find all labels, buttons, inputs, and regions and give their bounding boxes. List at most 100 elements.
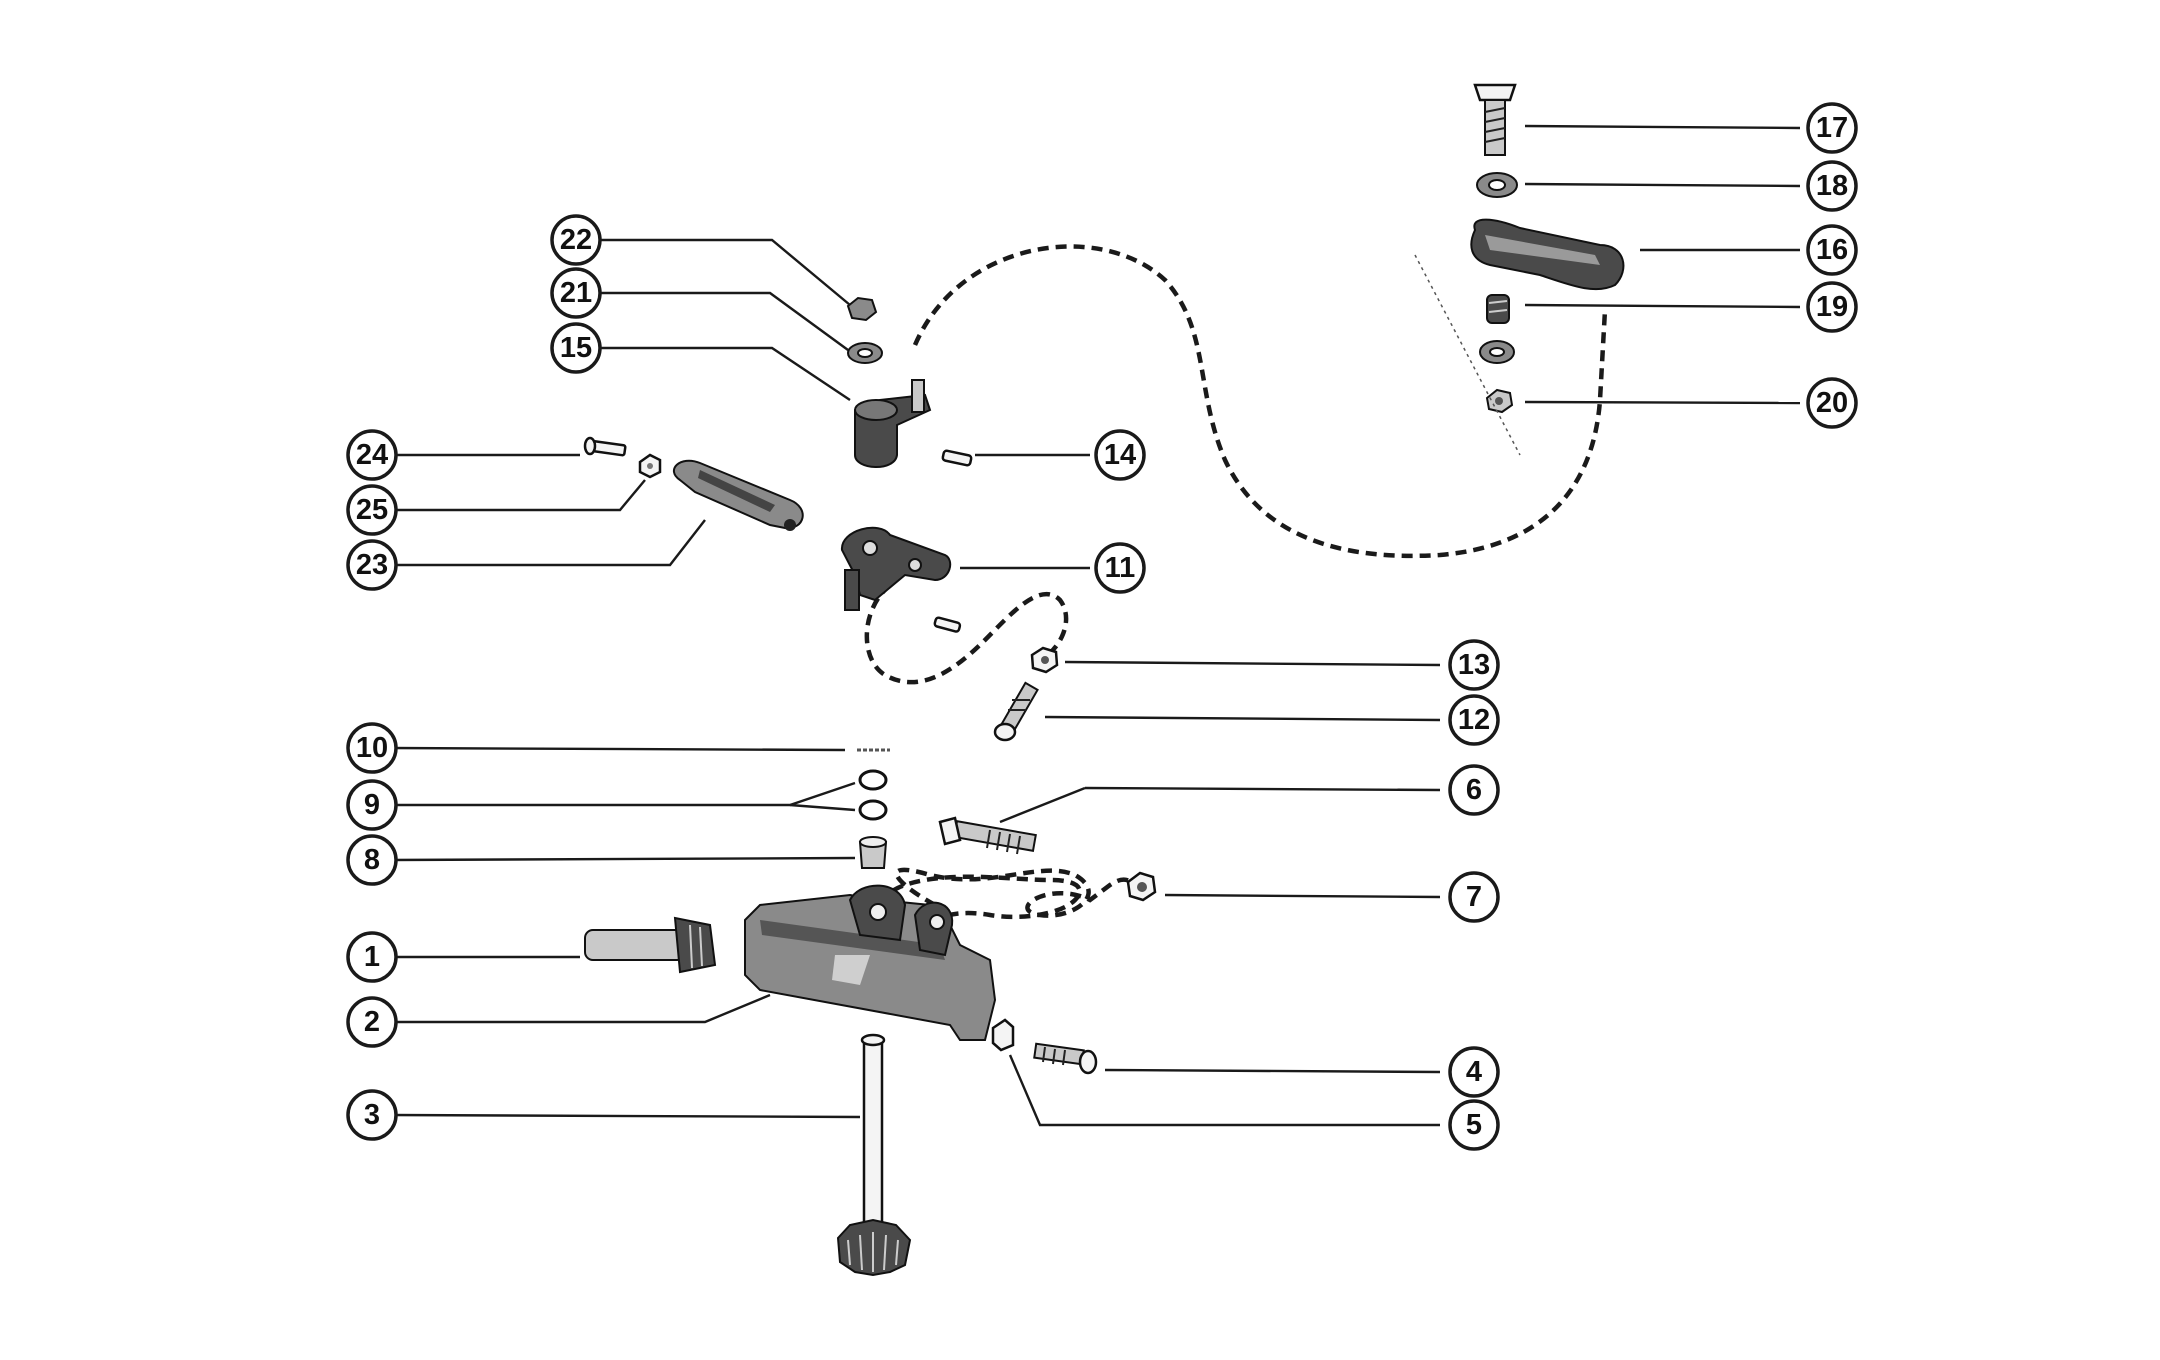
- callout-10: 10: [346, 722, 398, 774]
- callout-9-label: 9: [364, 789, 380, 821]
- callout-5: 5: [1448, 1099, 1500, 1151]
- part-18-washer: [1476, 172, 1518, 198]
- callout-17: 17: [1806, 102, 1858, 154]
- part-22-nut: [846, 296, 878, 322]
- callout-3-label: 3: [364, 1099, 380, 1131]
- callout-14-label: 14: [1104, 439, 1136, 471]
- callout-4: 4: [1448, 1046, 1500, 1098]
- leader-4: [1104, 1068, 1441, 1074]
- part-20-nut: [1485, 388, 1514, 414]
- callout-24: 24: [346, 429, 398, 481]
- callout-20-label: 20: [1816, 387, 1848, 419]
- part-5-nut: [991, 1018, 1015, 1052]
- callout-14: 14: [1094, 429, 1146, 481]
- leader-19: [1524, 303, 1801, 309]
- callout-1-label: 1: [364, 941, 380, 973]
- callout-2: 2: [346, 996, 398, 1048]
- callout-10-label: 10: [356, 732, 388, 764]
- callout-18: 18: [1806, 160, 1858, 212]
- leader-7: [1164, 893, 1441, 899]
- callout-25-label: 25: [356, 494, 388, 526]
- callout-8-label: 8: [364, 844, 380, 876]
- part-17-bolt: [1473, 83, 1517, 156]
- part-25-nut: [638, 453, 662, 479]
- part-16-lever: [1470, 218, 1625, 291]
- leader-5: [1008, 1054, 1440, 1127]
- callout-4-label: 4: [1466, 1056, 1482, 1088]
- callout-5-label: 5: [1466, 1109, 1482, 1141]
- callout-23-label: 23: [356, 549, 388, 581]
- callout-6-label: 6: [1466, 774, 1482, 806]
- callout-12: 12: [1448, 694, 1500, 746]
- callout-20: 20: [1806, 377, 1858, 429]
- callout-19: 19: [1806, 281, 1858, 333]
- dashed-link-11-to-13: [864, 583, 1069, 685]
- leader-25: [390, 479, 646, 512]
- leader-21: [600, 291, 849, 351]
- part-23-link-arm: [672, 459, 804, 531]
- leader-10: [389, 746, 846, 752]
- part-19-washer: [1479, 340, 1515, 364]
- part-1-knob-shaft: [584, 916, 717, 974]
- leader-6: [999, 786, 1086, 824]
- part-11-pin: [933, 616, 962, 633]
- callout-25: 25: [346, 484, 398, 536]
- dashed-link-2-to-6: [875, 874, 1082, 937]
- leader-8: [389, 856, 856, 862]
- callout-23: 23: [346, 539, 398, 591]
- leader-3: [389, 1113, 861, 1119]
- part-8-bushing: [858, 836, 888, 869]
- leader-6b: [1084, 786, 1441, 792]
- callout-2-label: 2: [364, 1006, 380, 1038]
- callout-15: 15: [550, 322, 602, 374]
- dashed-link-2-to-7: [894, 867, 1142, 918]
- callout-1: 1: [346, 931, 398, 983]
- callout-12-label: 12: [1458, 704, 1490, 736]
- callout-8: 8: [346, 834, 398, 886]
- part-7-nut: [1126, 871, 1157, 902]
- part-19-bushing: [1486, 294, 1510, 324]
- callout-7: 7: [1448, 871, 1500, 923]
- leader-18: [1524, 182, 1801, 188]
- callout-16-label: 16: [1816, 234, 1848, 266]
- leader-2: [390, 993, 771, 1024]
- alignment-line: [1414, 254, 1521, 456]
- callout-13-label: 13: [1458, 649, 1490, 681]
- callout-9: 9: [346, 779, 398, 831]
- part-12-screw: [993, 681, 1039, 742]
- callout-11-label: 11: [1105, 552, 1136, 584]
- callout-21-label: 21: [560, 277, 592, 309]
- callout-6: 6: [1448, 764, 1500, 816]
- dashed-link-15-to-20: [912, 244, 1608, 559]
- part-13-nut: [1030, 646, 1059, 674]
- callout-19-label: 19: [1816, 291, 1848, 323]
- leader-22: [600, 238, 851, 306]
- callout-11: 11: [1094, 542, 1146, 594]
- leader-9: [390, 781, 856, 807]
- part-14-pin: [941, 449, 973, 467]
- leader-13: [1064, 660, 1441, 667]
- callouts: 1 2 3 4 5 6 7 8 9 10 11 12 13 14 15 16 1…: [346, 102, 1858, 1151]
- callout-24-label: 24: [356, 439, 388, 471]
- callout-22-label: 22: [560, 224, 592, 256]
- callout-21: 21: [550, 267, 602, 319]
- part-9-rings: [858, 769, 888, 821]
- part-21-washer: [847, 342, 883, 364]
- callout-13: 13: [1448, 639, 1500, 691]
- leader-23: [390, 519, 706, 567]
- part-11-bracket: [840, 526, 952, 611]
- leader-20: [1524, 400, 1801, 405]
- callout-3: 3: [346, 1089, 398, 1141]
- callout-17-label: 17: [1816, 112, 1848, 144]
- part-15-bracket: [854, 379, 932, 468]
- part-3-shaft-gear: [836, 1033, 912, 1277]
- leader-lines: [389, 124, 1801, 1127]
- callout-16: 16: [1806, 224, 1858, 276]
- callout-22: 22: [550, 214, 602, 266]
- callout-7-label: 7: [1466, 881, 1482, 913]
- part-4-screw: [1033, 1042, 1098, 1075]
- leader-12: [1044, 715, 1441, 722]
- part-24-screw: [583, 436, 627, 457]
- callout-18-label: 18: [1816, 170, 1848, 202]
